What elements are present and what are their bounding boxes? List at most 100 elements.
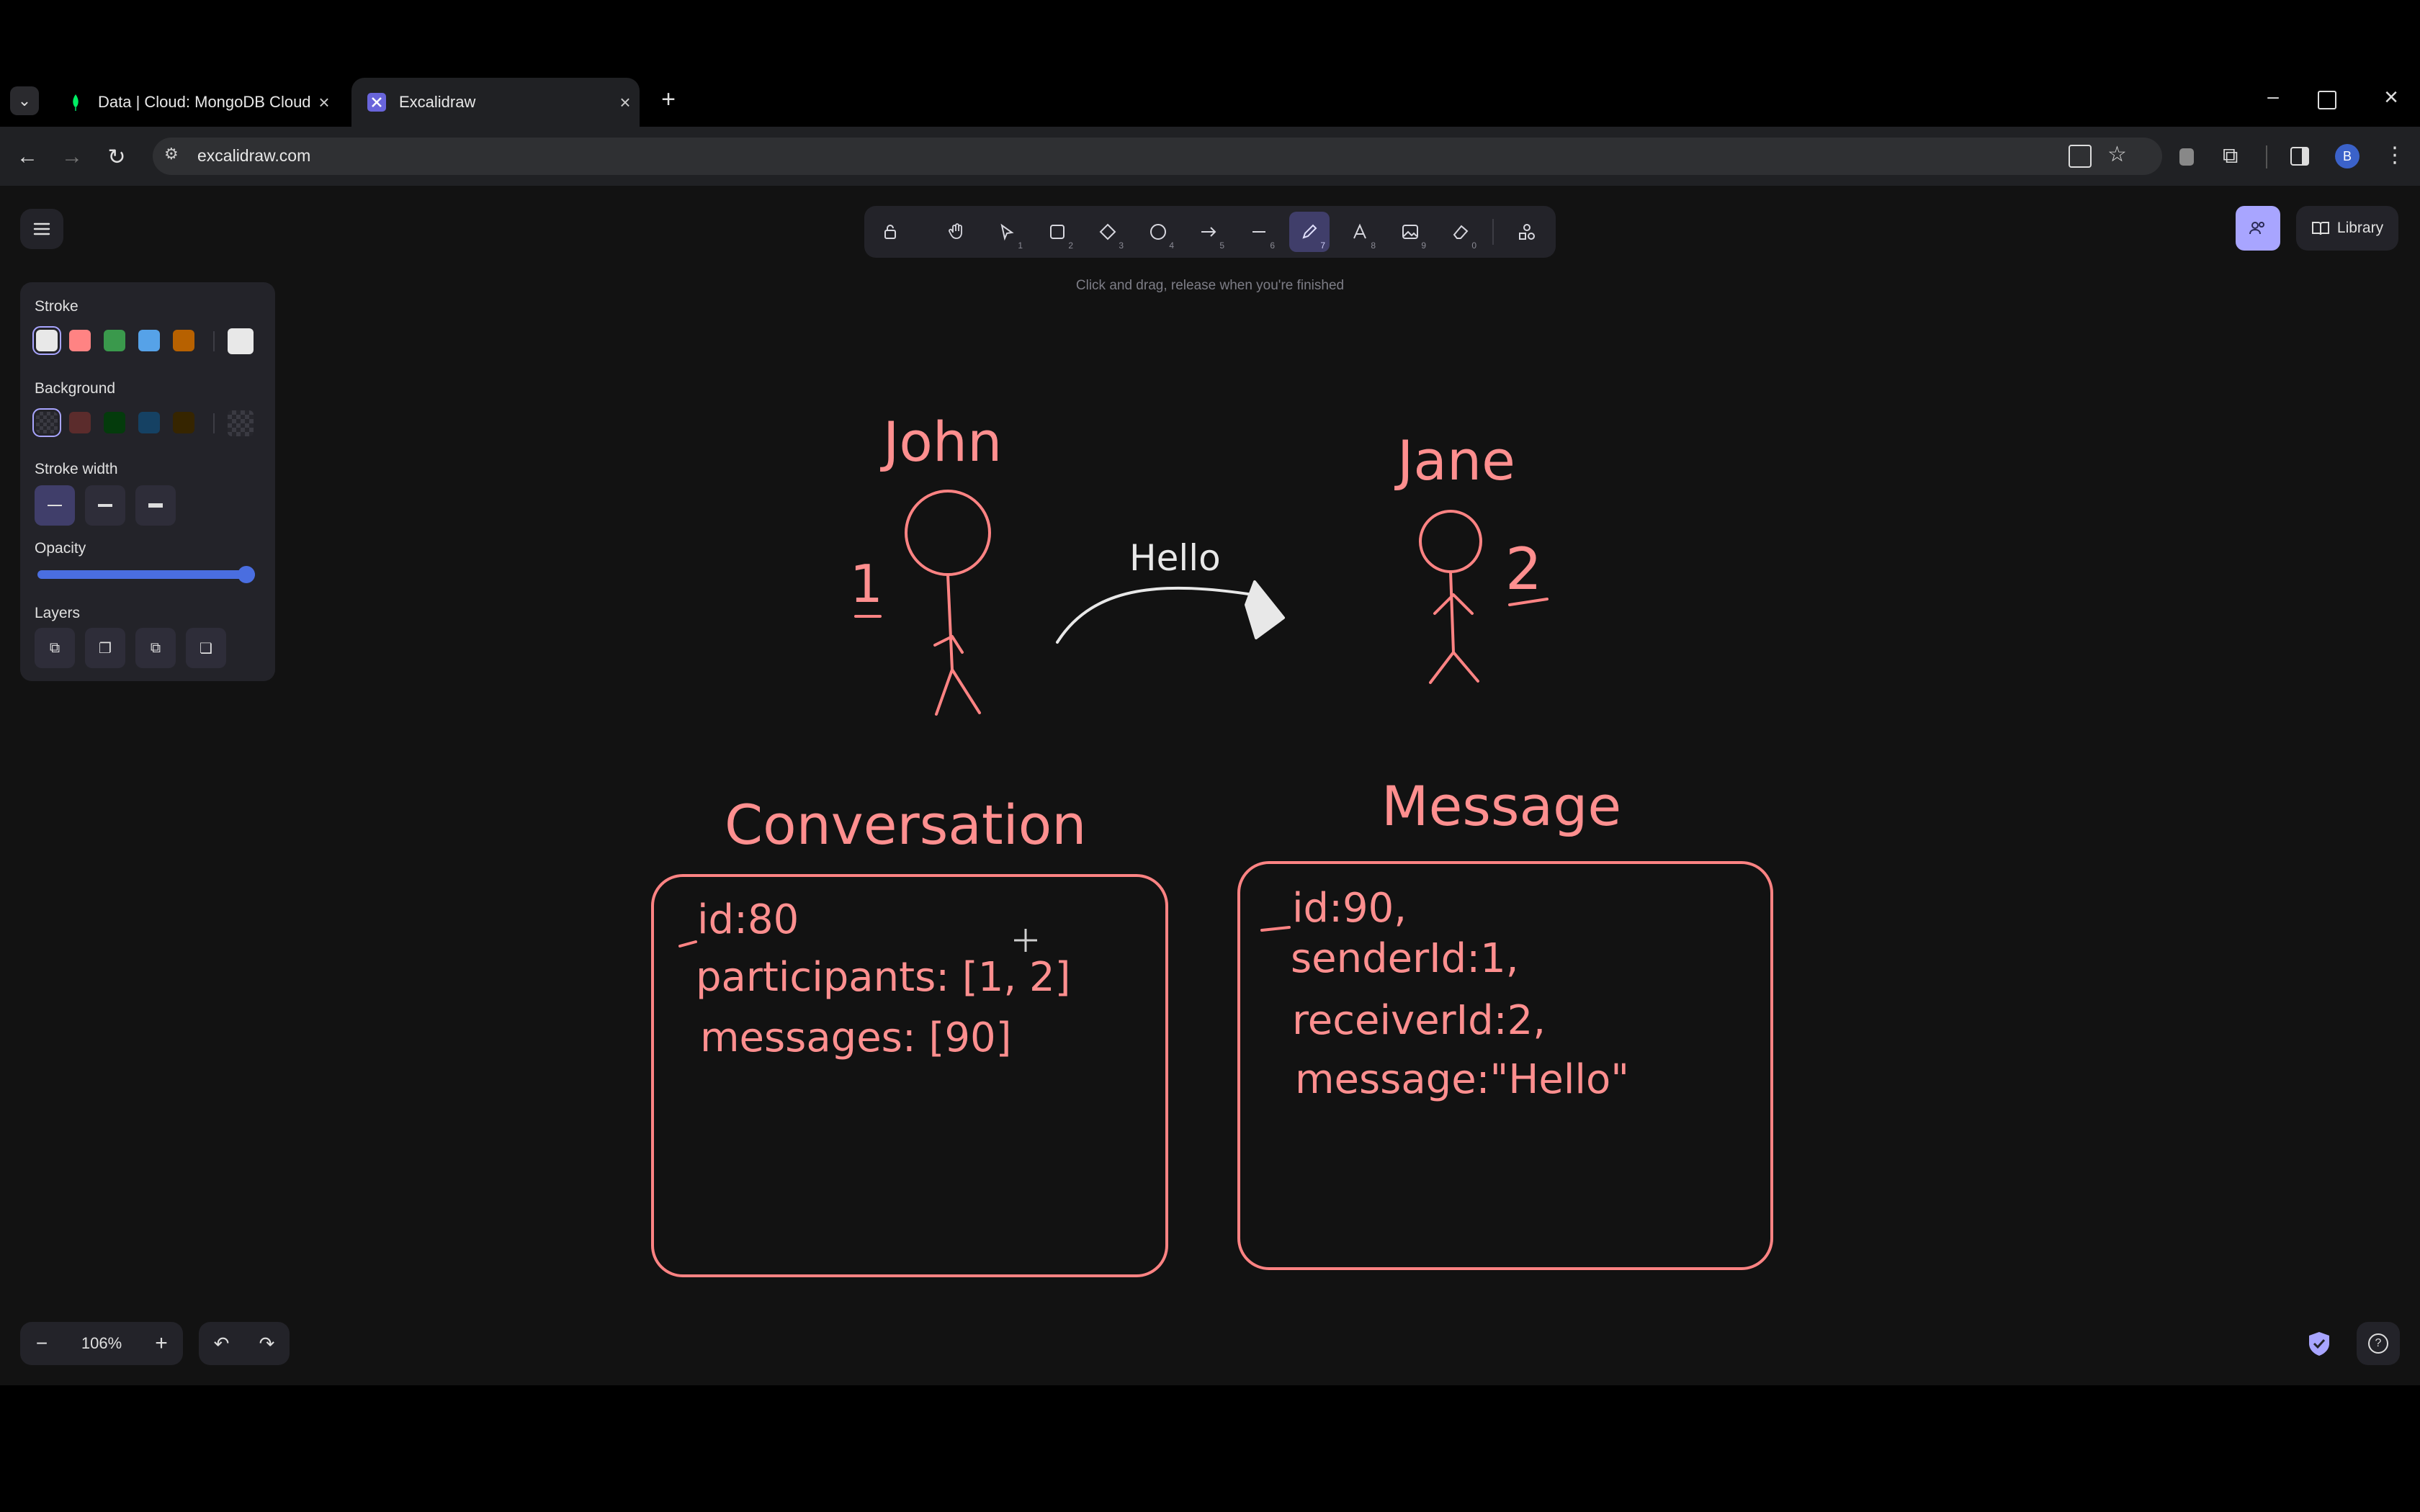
back-button[interactable]: ←	[13, 143, 42, 171]
arrow-label-hello[interactable]: Hello	[1129, 537, 1221, 579]
hello-arrowhead[interactable]	[1245, 580, 1285, 639]
tool-rectangle[interactable]: 2	[1037, 212, 1077, 252]
library-button[interactable]: Library	[2296, 206, 2398, 251]
bookmark-star-icon[interactable]: ☆	[2107, 143, 2127, 166]
stroke-swatch-blue[interactable]	[138, 330, 160, 351]
label-two[interactable]: 2	[1505, 536, 1542, 603]
background-swatch-orange[interactable]	[173, 412, 194, 433]
drawing-canvas[interactable]	[0, 186, 2420, 1385]
new-tab-button[interactable]: +	[654, 85, 683, 114]
reload-button[interactable]: ↻	[102, 143, 131, 171]
help-button[interactable]: ?	[2357, 1322, 2400, 1365]
background-current-color[interactable]	[228, 410, 254, 436]
message-title[interactable]: Message	[1381, 774, 1621, 838]
redo-button[interactable]: ↷	[244, 1322, 290, 1365]
tool-shortcut: 7	[1320, 240, 1325, 251]
main-menu-button[interactable]	[20, 209, 63, 249]
conversation-dash[interactable]	[678, 940, 697, 948]
conversation-line-1[interactable]: id:80	[697, 896, 799, 943]
stroke-width-extra-bold[interactable]	[135, 485, 176, 526]
underline-two[interactable]	[1508, 598, 1549, 606]
tool-shortcut: 0	[1471, 240, 1476, 251]
tab-excalidraw[interactable]: Excalidraw ×	[351, 78, 640, 127]
bring-forward-button[interactable]: ⧉	[135, 628, 176, 668]
tool-shortcut: 8	[1371, 240, 1376, 251]
bring-to-front-icon: ❏	[200, 640, 212, 657]
restore-button[interactable]	[2318, 91, 2336, 109]
conversation-box[interactable]	[651, 874, 1168, 1277]
label-one[interactable]: 1	[850, 554, 883, 614]
message-dash[interactable]	[1260, 926, 1291, 932]
tool-eraser[interactable]: 0	[1440, 212, 1481, 252]
site-info-icon[interactable]: ⚙	[164, 145, 179, 163]
conversation-line-2[interactable]: participants: [1, 2]	[696, 954, 1070, 1001]
close-tab-icon[interactable]: ×	[619, 91, 631, 113]
hello-arrow[interactable]	[1056, 586, 1255, 644]
minimize-button[interactable]: –	[2267, 85, 2279, 107]
chevron-down-icon: ⌄	[17, 91, 32, 109]
tool-line[interactable]: 6	[1239, 212, 1279, 252]
tool-selection[interactable]: 1	[987, 212, 1027, 252]
profile-avatar[interactable]: B	[2335, 144, 2360, 168]
undo-button[interactable]: ↶	[199, 1322, 244, 1365]
label-jane[interactable]: Jane	[1394, 428, 1515, 492]
toolbar-divider	[2266, 145, 2267, 168]
tool-ellipse[interactable]: 4	[1138, 212, 1178, 252]
send-to-back-button[interactable]: ⧉	[35, 628, 75, 668]
tool-arrow[interactable]: 5	[1188, 212, 1229, 252]
browser-menu-icon[interactable]: ⋮	[2384, 143, 2406, 167]
side-panel-icon[interactable]	[2290, 147, 2309, 166]
message-line-3[interactable]: receiverId:2,	[1292, 997, 1546, 1044]
stroke-swatch-orange[interactable]	[173, 330, 194, 351]
john-body[interactable]	[933, 573, 981, 716]
address-bar[interactable]: ⚙ excalidraw.com ☆	[153, 138, 2162, 175]
install-app-icon[interactable]	[2069, 145, 2092, 168]
tool-text[interactable]: 8	[1340, 212, 1380, 252]
zoom-out-button[interactable]: −	[20, 1322, 63, 1365]
bring-to-front-button[interactable]: ❏	[186, 628, 226, 668]
stroke-swatch-white[interactable]	[32, 326, 61, 355]
background-swatch-transparent[interactable]	[32, 408, 61, 437]
arrow-left-icon: ←	[17, 145, 38, 168]
tool-more-shapes[interactable]	[1507, 212, 1547, 252]
extensions-puzzle-icon[interactable]: ⧉	[2223, 144, 2238, 168]
close-tab-icon[interactable]: ×	[318, 91, 330, 113]
stroke-swatch-red[interactable]	[69, 330, 91, 351]
stroke-width-thin[interactable]	[35, 485, 75, 526]
encryption-shield-icon[interactable]	[2305, 1329, 2334, 1358]
collaborate-button[interactable]	[2236, 206, 2280, 251]
background-swatch-blue[interactable]	[138, 412, 160, 433]
send-backward-button[interactable]: ❐	[85, 628, 125, 668]
jane-body[interactable]	[1429, 570, 1479, 684]
tool-diamond[interactable]: 3	[1088, 212, 1128, 252]
tool-hand[interactable]	[936, 212, 977, 252]
tab-search-button[interactable]: ⌄	[10, 86, 39, 115]
tool-lock[interactable]	[870, 212, 910, 252]
zoom-in-button[interactable]: +	[140, 1322, 183, 1365]
tab-mongodb[interactable]: Data | Cloud: MongoDB Cloud ×	[50, 78, 339, 127]
zoom-level[interactable]: 106%	[81, 1334, 122, 1352]
conversation-title[interactable]: Conversation	[725, 793, 1086, 857]
stroke-current-color[interactable]	[228, 328, 254, 354]
conversation-line-3[interactable]: messages: [90]	[700, 1014, 1011, 1061]
close-window-button[interactable]: ×	[2384, 84, 2398, 111]
message-line-2[interactable]: senderId:1,	[1291, 935, 1519, 982]
message-box[interactable]	[1237, 861, 1773, 1270]
tool-pencil[interactable]: 7	[1289, 212, 1330, 252]
stroke-swatch-green[interactable]	[104, 330, 125, 351]
background-swatch-green[interactable]	[104, 412, 125, 433]
john-head[interactable]	[905, 490, 991, 576]
background-swatch-red[interactable]	[69, 412, 91, 433]
tool-shortcut: 3	[1119, 240, 1124, 251]
jane-head[interactable]	[1419, 510, 1482, 573]
tool-image[interactable]: 9	[1390, 212, 1430, 252]
toolbar-divider	[1492, 219, 1494, 245]
extension-icon[interactable]	[2179, 148, 2194, 166]
opacity-slider[interactable]	[37, 566, 255, 583]
forward-button[interactable]: →	[58, 143, 86, 171]
stroke-width-bold[interactable]	[85, 485, 125, 526]
message-line-4[interactable]: message:"Hello"	[1295, 1056, 1629, 1103]
message-line-1[interactable]: id:90,	[1292, 885, 1407, 932]
opacity-slider-thumb[interactable]	[238, 566, 255, 583]
label-john[interactable]: John	[880, 410, 1002, 474]
